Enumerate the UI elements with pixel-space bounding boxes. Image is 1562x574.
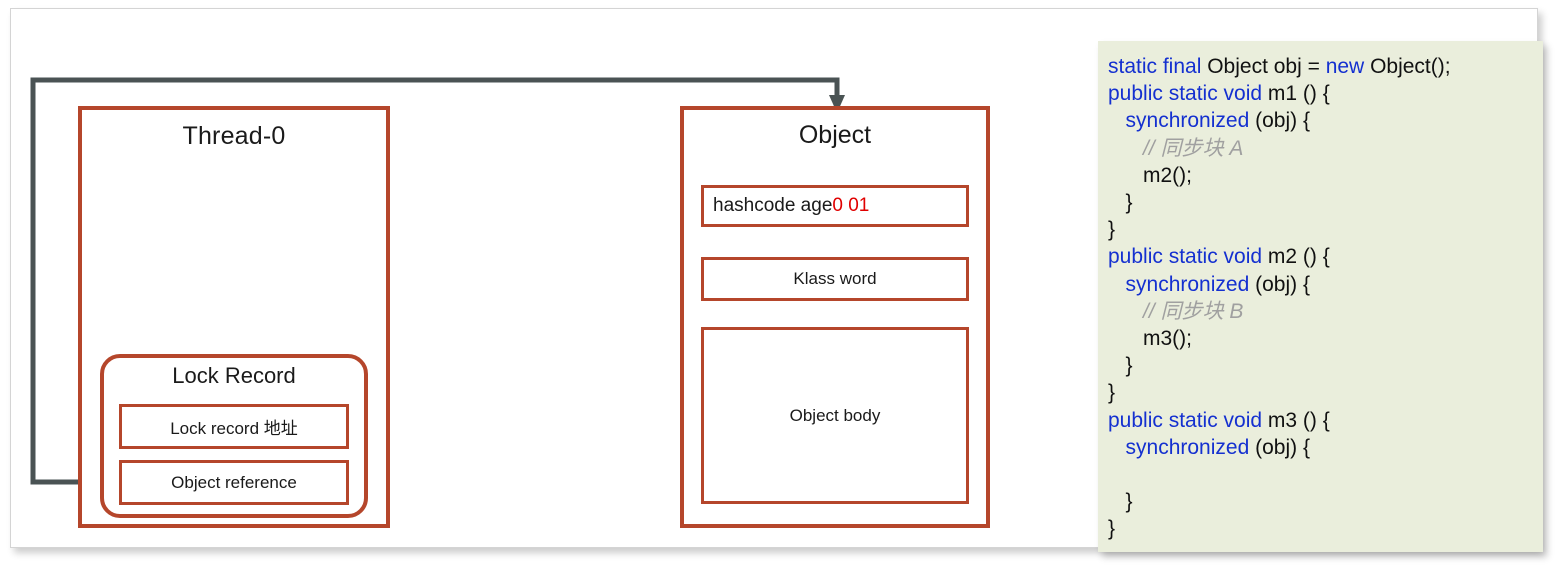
code-token: Object obj = [1207, 55, 1326, 78]
code-token: } [1108, 191, 1133, 215]
code-line: static final Object obj = new Object(); [1108, 53, 1543, 80]
code-line: // 同步块 B [1108, 298, 1543, 325]
code-token: public static void [1108, 82, 1268, 106]
code-token: public static void [1108, 408, 1268, 432]
lock-record-address-label: Lock record 地址 [170, 419, 298, 438]
mark-word-prefix: hashcode age [713, 195, 833, 216]
code-line: m2(); [1108, 162, 1543, 189]
code-snippet-panel: static final Object obj = new Object();p… [1098, 41, 1543, 552]
code-line: } [1108, 379, 1543, 406]
code-token: new [1325, 55, 1371, 78]
code-token: } [1108, 517, 1116, 541]
code-lines: static final Object obj = new Object();p… [1108, 53, 1543, 543]
klass-word-label: Klass word [793, 269, 877, 288]
code-token [1108, 109, 1126, 132]
code-line: } [1108, 488, 1543, 515]
code-token: } [1108, 490, 1133, 514]
lock-record-address-row: Lock record 地址 [119, 404, 349, 449]
code-token: public static void [1108, 245, 1268, 269]
object-title: Object [798, 121, 872, 149]
code-token: } [1108, 381, 1116, 405]
code-line: public static void m1 () { [1108, 80, 1543, 107]
code-token: (obj) { [1255, 435, 1310, 459]
code-token: synchronized [1125, 272, 1256, 296]
code-line: } [1108, 515, 1543, 542]
code-token: Object(); [1370, 55, 1451, 78]
code-token: } [1108, 354, 1133, 378]
object-reference-label: Object reference [171, 472, 297, 492]
object-body-row: Object body [701, 327, 969, 504]
code-line: synchronized (obj) { [1108, 434, 1543, 461]
code-line: public static void m3 () { [1108, 407, 1543, 434]
code-token: (obj) { [1255, 109, 1310, 133]
code-token: static final [1108, 55, 1208, 78]
code-token [1108, 436, 1126, 459]
code-token: } [1108, 218, 1116, 242]
klass-word-row: Klass word [701, 257, 969, 301]
diagram-frame: Thread-0 Lock Record Lock record 地址 Obje… [10, 8, 1543, 552]
code-line: } [1108, 216, 1543, 243]
code-line: synchronized (obj) { [1108, 107, 1543, 134]
lock-record-title: Lock Record [172, 363, 296, 388]
code-token: synchronized [1125, 109, 1256, 133]
code-token: m2(); [1108, 163, 1192, 187]
code-token: m2 () { [1267, 245, 1330, 269]
code-token: // 同步块 B [1108, 299, 1244, 323]
code-token [1108, 273, 1126, 296]
mark-word-row: hashcode age 0 01 [701, 185, 969, 227]
code-line: m3(); [1108, 325, 1543, 352]
object-reference-row: Object reference [119, 460, 349, 505]
code-token: m1 () { [1267, 82, 1330, 106]
thread-title: Thread-0 [182, 122, 286, 150]
code-token: m3(); [1108, 327, 1192, 351]
code-line [1108, 461, 1543, 488]
code-line: } [1108, 189, 1543, 216]
code-line: } [1108, 352, 1543, 379]
mark-word-accent: 0 01 [832, 195, 870, 216]
code-line: synchronized (obj) { [1108, 271, 1543, 298]
code-line: // 同步块 A [1108, 135, 1543, 162]
object-body-label: Object body [789, 405, 881, 425]
code-token: (obj) { [1255, 272, 1310, 296]
code-line: public static void m2 () { [1108, 243, 1543, 270]
code-token: // 同步块 A [1108, 136, 1244, 160]
code-token: synchronized [1125, 435, 1256, 459]
code-token: m3 () { [1267, 408, 1330, 432]
